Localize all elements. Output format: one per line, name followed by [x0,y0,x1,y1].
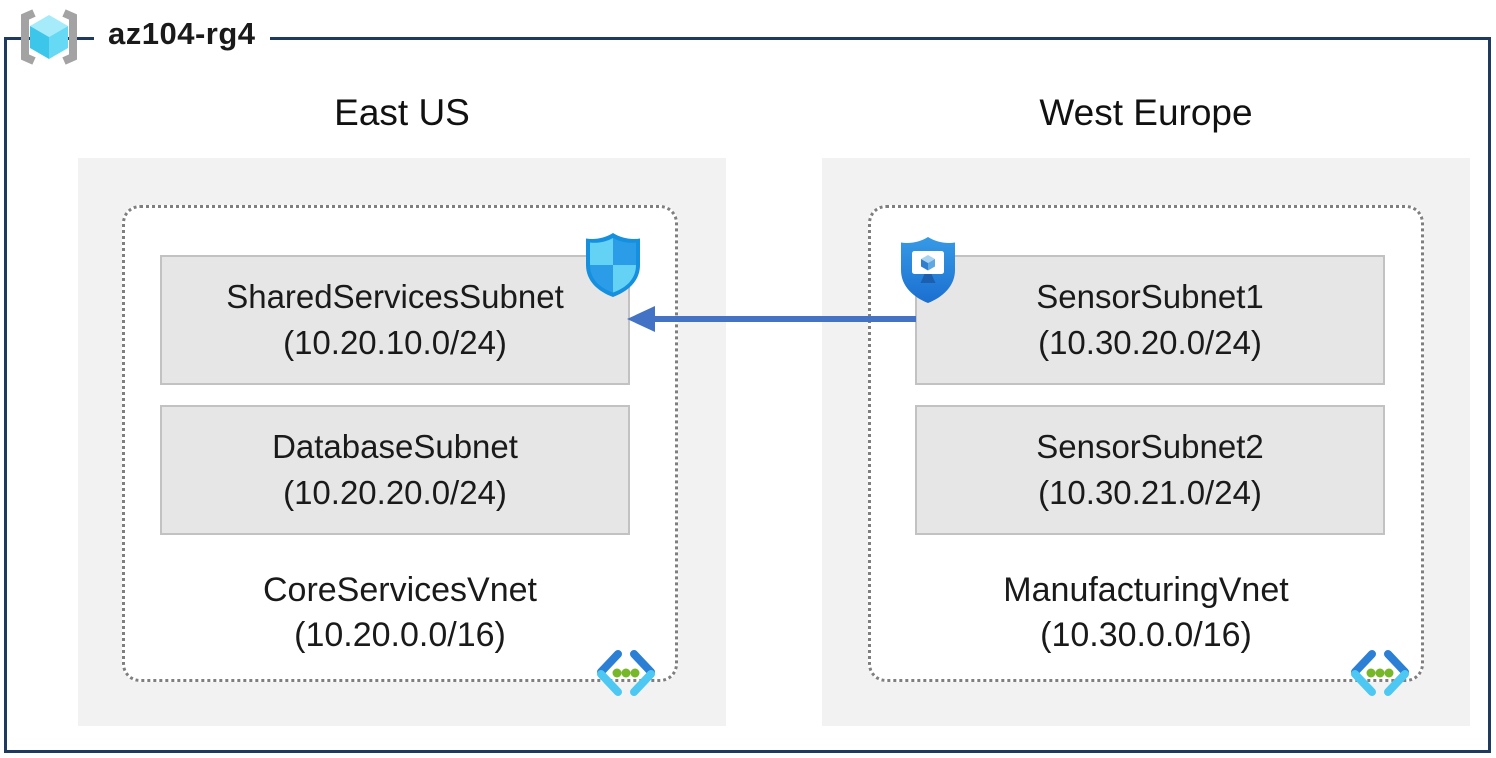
subnet-sensor1: SensorSubnet1 (10.30.20.0/24) [915,255,1385,385]
vnet-label-manufacturing: ManufacturingVnet (10.30.0.0/16) [868,568,1424,658]
subnet-name: SensorSubnet2 [1036,428,1264,466]
subnet-cidr: (10.20.10.0/24) [283,324,507,361]
asg-shield-icon [897,235,959,310]
resource-group-frame [4,37,1491,753]
vnet-name: CoreServicesVnet [262,571,537,609]
vnet-icon-manufacturing [1346,646,1414,705]
vnet-cidr: (10.20.0.0/16) [294,615,506,654]
region-title-east-us: East US [334,92,470,133]
resource-group-icon [12,8,86,71]
vnet-name: ManufacturingVnet [1003,571,1289,609]
nsg-shield-icon [583,231,643,304]
subnet-name: SharedServicesSubnet [226,278,564,316]
subnet-cidr: (10.20.20.0/24) [283,474,507,511]
region-title-west-europe: West Europe [1039,92,1253,133]
vnet-cidr: (10.30.0.0/16) [1040,615,1252,654]
subnet-cidr: (10.30.20.0/24) [1038,324,1262,361]
subnet-database: DatabaseSubnet (10.20.20.0/24) [160,405,630,535]
subnet-sensor2: SensorSubnet2 (10.30.21.0/24) [915,405,1385,535]
vnet-label-coreservices: CoreServicesVnet (10.20.0.0/16) [122,568,678,658]
vnet-icon-coreservices [592,646,660,705]
subnet-cidr: (10.30.21.0/24) [1038,474,1262,511]
subnet-name: DatabaseSubnet [272,428,518,466]
resource-group-name: az104-rg4 [94,16,270,52]
subnet-name: SensorSubnet1 [1036,278,1264,316]
subnet-sharedservices: SharedServicesSubnet (10.20.10.0/24) [160,255,630,385]
